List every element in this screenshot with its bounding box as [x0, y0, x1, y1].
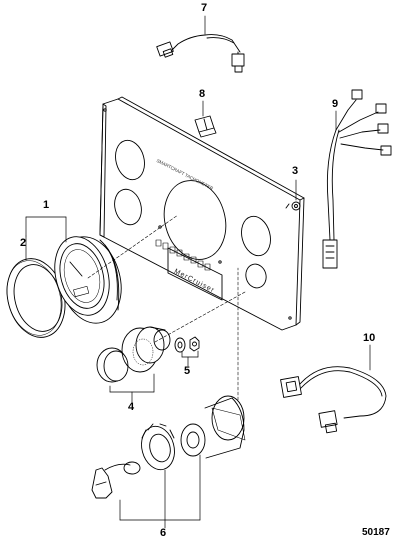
callout-label-7: 7	[201, 2, 208, 14]
callout-label-9: 9	[332, 98, 339, 110]
callout-label-10: 10	[363, 332, 376, 344]
fuse	[194, 115, 217, 138]
callout-label-8: 8	[199, 88, 206, 100]
tachometer-gauge	[54, 236, 122, 324]
upper-wiring-harness	[156, 34, 245, 73]
figure-id: 50187	[362, 527, 390, 538]
callout-label-5: 5	[184, 365, 191, 377]
callout-label-1: 1	[43, 199, 50, 211]
callout-label-3: 3	[292, 165, 299, 177]
leader-lines	[25, 15, 371, 529]
callout-label-2: 2	[20, 237, 27, 249]
switch-housing	[121, 326, 171, 373]
washer	[174, 337, 186, 353]
callout-label-4: 4	[128, 401, 135, 413]
switch-cap	[96, 347, 129, 383]
instrument-panel	[99, 96, 305, 331]
callout-label-6: 6	[160, 527, 167, 539]
nut	[189, 336, 200, 352]
key-retaining-nut	[141, 423, 175, 471]
alignment-lines	[87, 214, 246, 401]
panel-fastener	[285, 201, 301, 211]
right-wiring-harness	[322, 89, 392, 269]
ignition-switch-body	[180, 395, 246, 459]
lower-wiring-harness	[280, 366, 387, 434]
ignition-key	[91, 461, 141, 499]
